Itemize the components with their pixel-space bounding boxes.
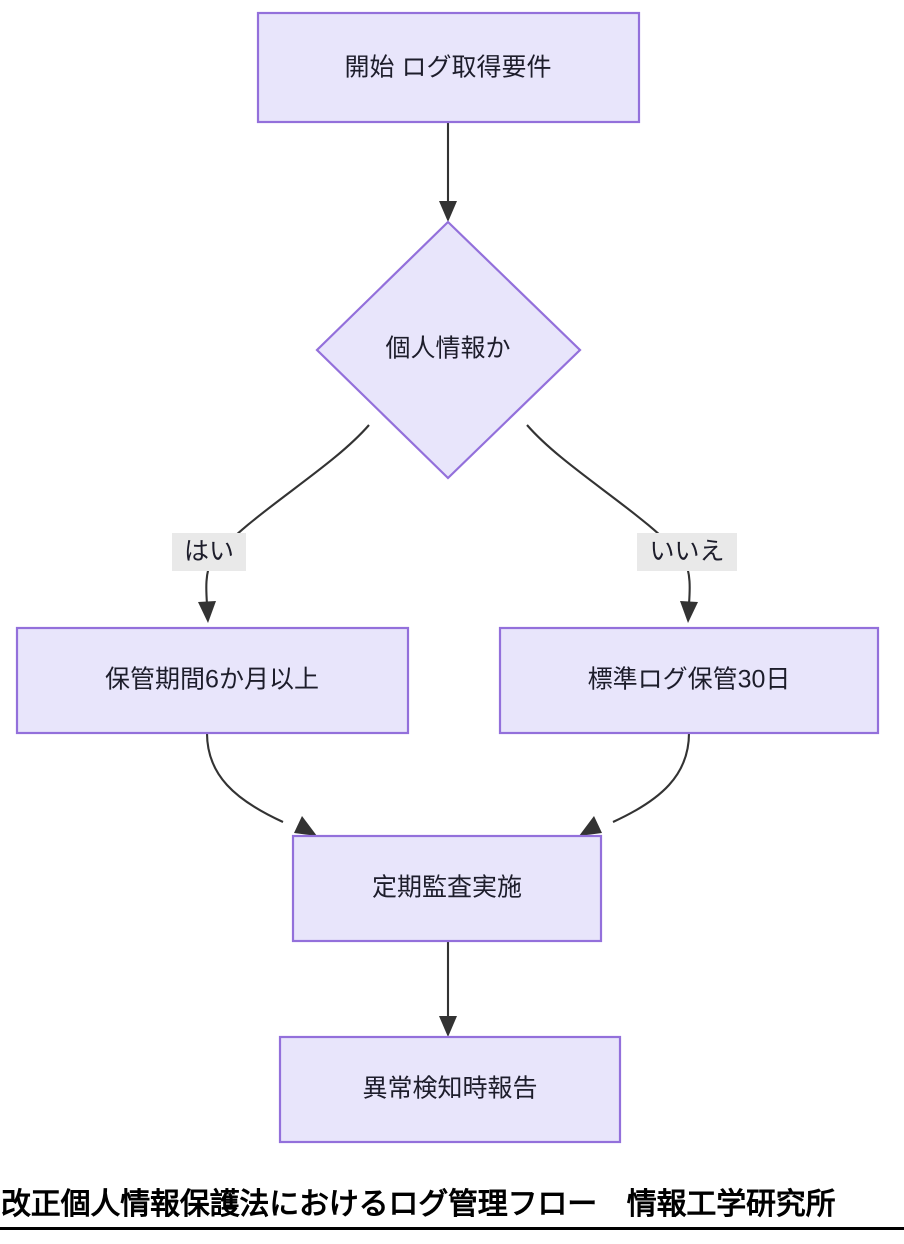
node-yes-path[interactable]: 保管期間6か月以上 [15, 626, 410, 735]
node-no-path[interactable]: 標準ログ保管30日 [498, 626, 880, 735]
caption-divider [0, 1227, 904, 1230]
node-start-label: 開始 ログ取得要件 [345, 54, 552, 82]
edge-label-no: いいえ [637, 533, 737, 571]
node-yes-path-label: 保管期間6か月以上 [105, 666, 319, 694]
edge-label-no-text: いいえ [649, 538, 724, 566]
node-audit[interactable]: 定期監査実施 [291, 834, 603, 943]
node-start[interactable]: 開始 ログ取得要件 [256, 11, 641, 124]
node-audit-label: 定期監査実施 [372, 874, 522, 902]
diagram-caption: 改正個人情報保護法におけるログ管理フロー 情報工学研究所 [0, 1186, 904, 1244]
node-decision-label: 個人情報か [385, 335, 510, 363]
flowchart-canvas: 開始 ログ取得要件 個人情報か 保管期間6か月以上 標準ログ保管30日 定期監査… [15, 11, 880, 1144]
diagram-caption-text: 改正個人情報保護法におけるログ管理フロー 情報工学研究所 [1, 1188, 836, 1221]
node-report-label: 異常検知時報告 [362, 1075, 537, 1103]
edge-label-yes-text: はい [184, 538, 234, 566]
edge-no-to-audit [579, 732, 691, 836]
edge-start-to-decision [439, 122, 457, 222]
edge-audit-to-report [439, 941, 457, 1037]
node-no-path-label: 標準ログ保管30日 [588, 666, 791, 694]
edge-yes-to-audit [205, 732, 317, 836]
edge-label-yes: はい [172, 533, 246, 571]
node-decision[interactable]: 個人情報か [315, 220, 582, 480]
node-report[interactable]: 異常検知時報告 [278, 1035, 622, 1144]
edge-decision-to-no [526, 424, 698, 623]
edge-decision-to-yes [198, 424, 370, 623]
